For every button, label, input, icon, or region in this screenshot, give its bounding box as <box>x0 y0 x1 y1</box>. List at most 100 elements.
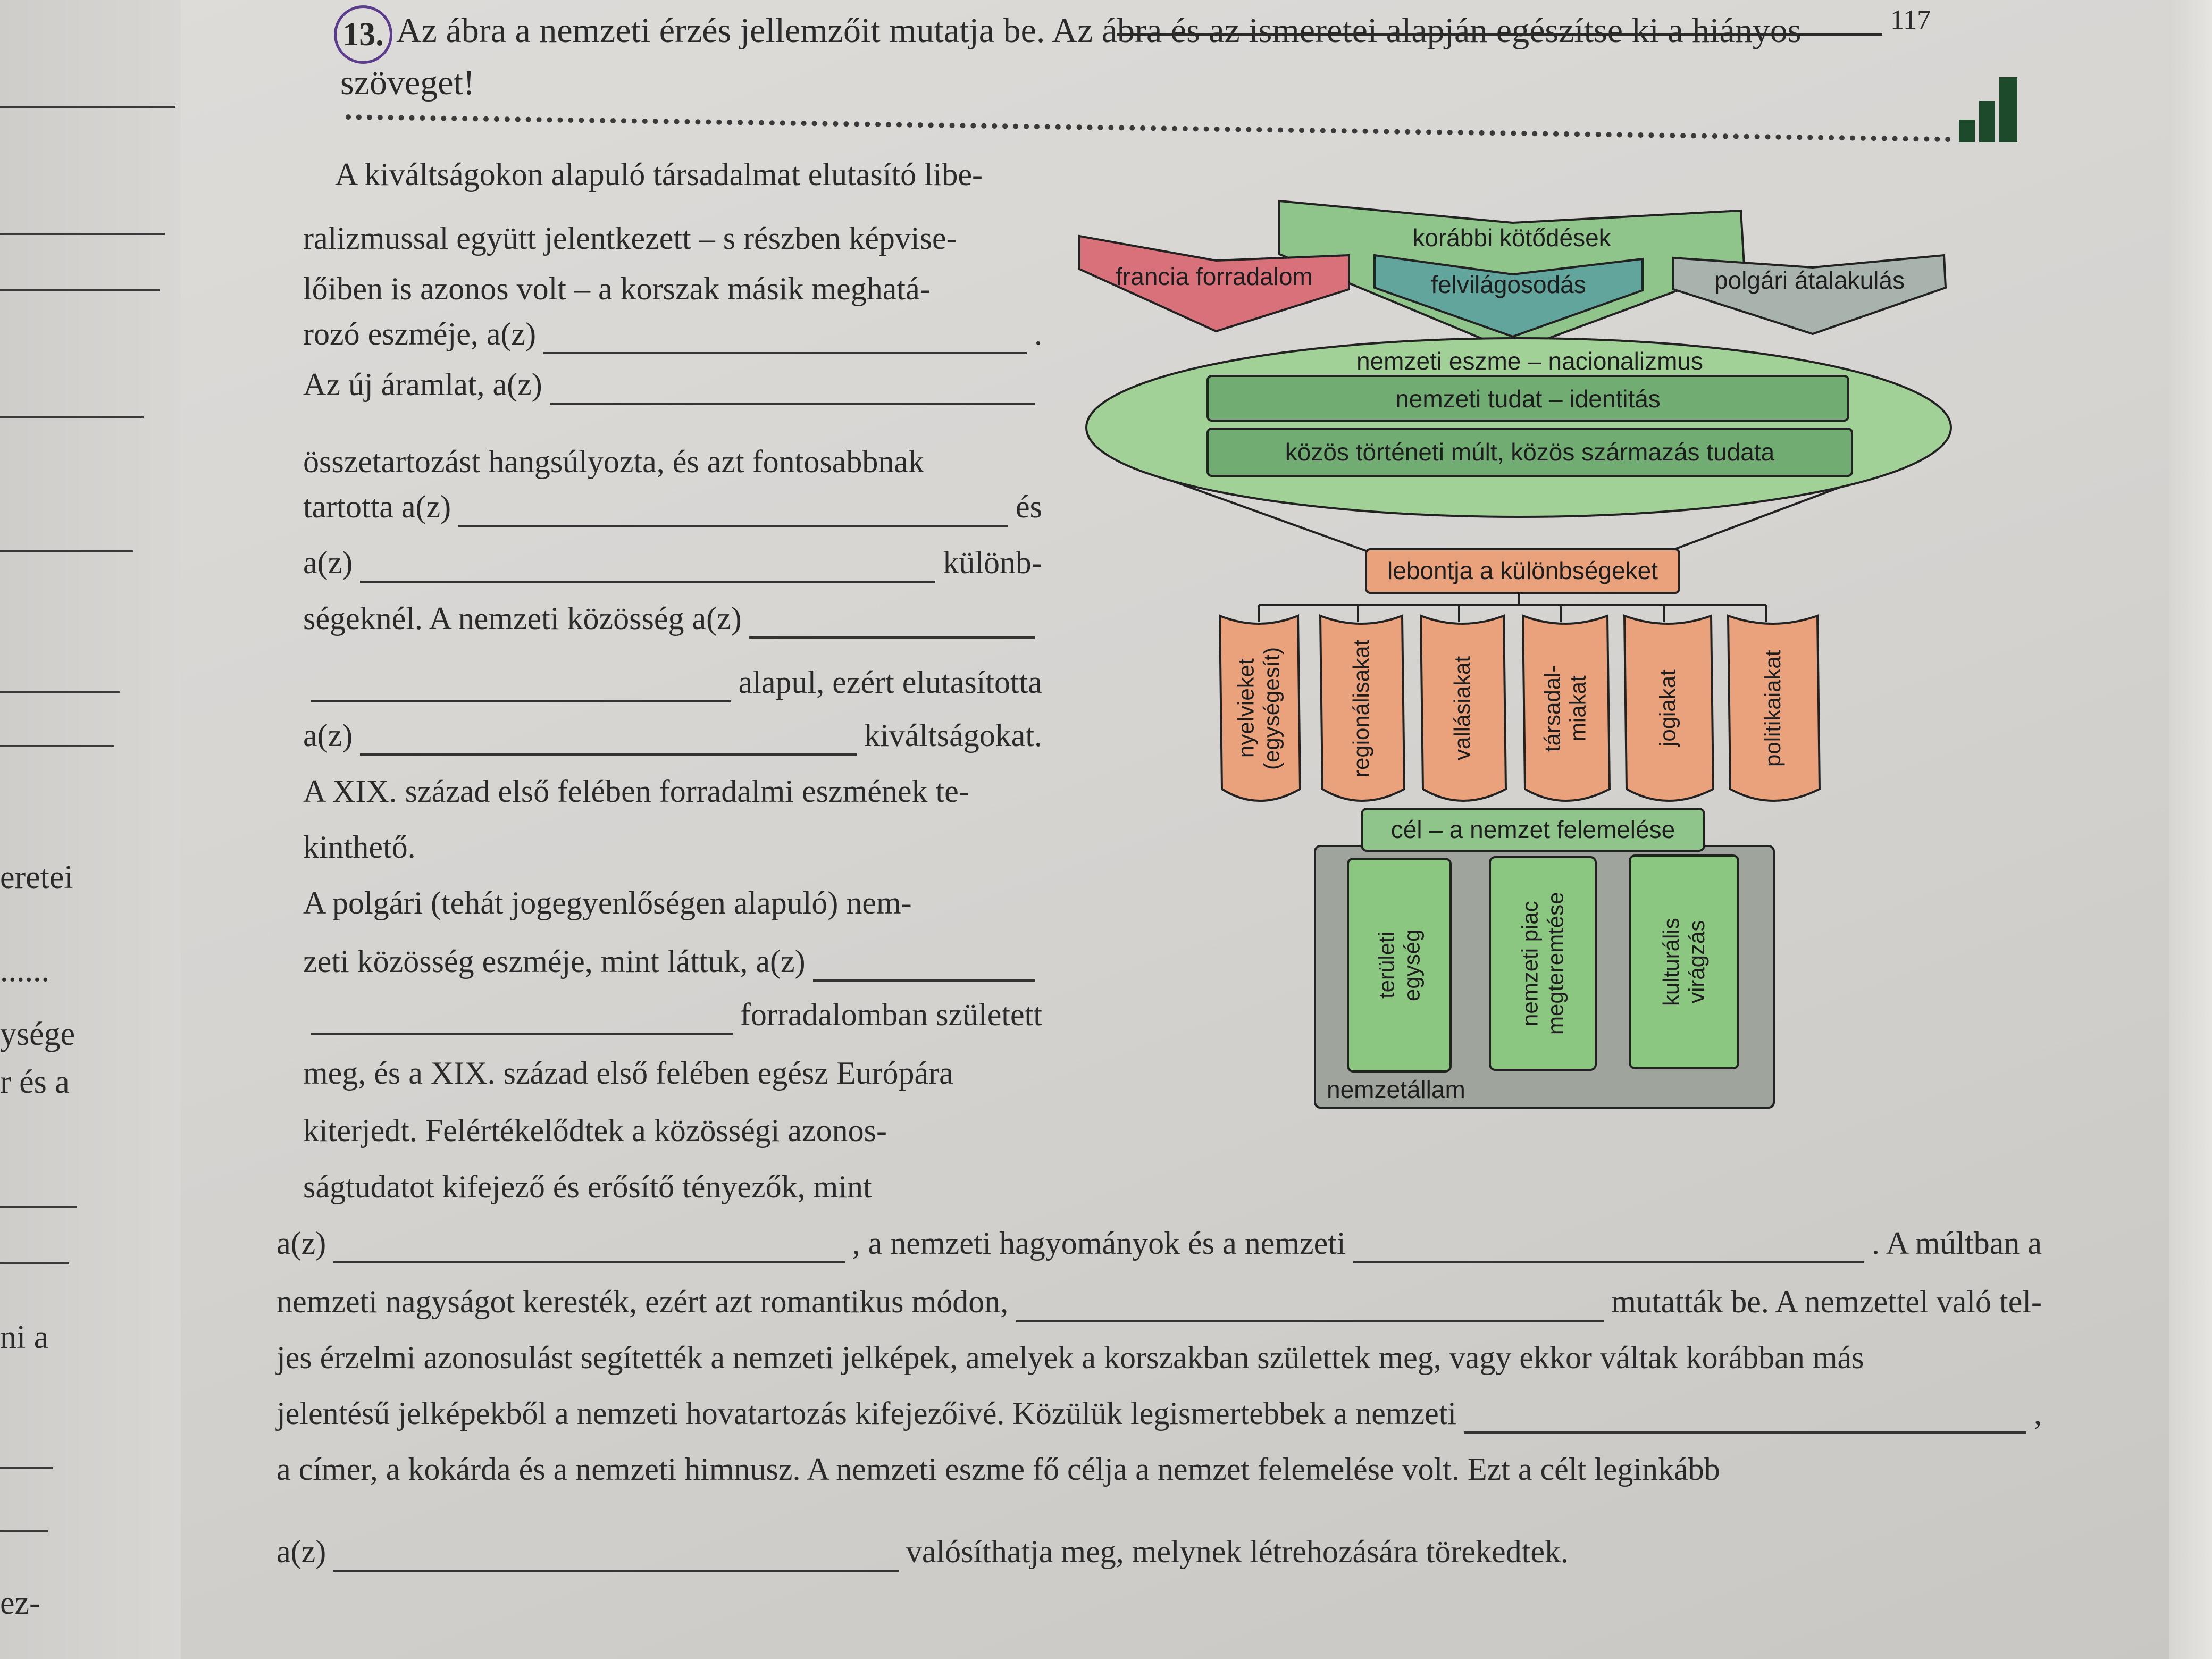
margin-fragment: ...... <box>0 952 49 988</box>
breaks-down-box <box>1365 548 1680 594</box>
margin-answer-line <box>0 745 114 747</box>
bourgeois-transformation-label: polgári átalakulás <box>1714 266 1905 294</box>
text-segment: a(z) <box>303 718 353 753</box>
national-consciousness-bar <box>1206 375 1849 422</box>
margin-fragment: r és a <box>0 1064 70 1100</box>
difference-column <box>1623 614 1715 802</box>
page-edge <box>2169 0 2212 1659</box>
french-revolution-label: francia forradalom <box>1116 263 1313 290</box>
text-segment: mutatták be. A nemzettel való tel- <box>1611 1284 2042 1319</box>
breaks-down-label: lebontja a különbségeket <box>1387 557 1658 584</box>
bourgeois-chevron <box>1672 254 1947 336</box>
margin-answer-line <box>0 691 120 693</box>
text-line: lőiben is azonos volt – a korszak másik … <box>303 269 1042 309</box>
text-line: a címer, a kokárda és a nemzeti himnusz.… <box>276 1449 2042 1489</box>
answer-blank[interactable] <box>1464 1401 2026 1434</box>
text-segment: . A múltban a <box>1872 1226 2042 1261</box>
text-segment: rozó eszméje, a(z) <box>303 316 537 351</box>
answer-blank[interactable] <box>333 1230 845 1263</box>
text-segment: a címer, a kokárda és a nemzeti himnusz.… <box>276 1452 1720 1487</box>
difference-column-label: nyelvieket (egységesít) <box>1233 647 1284 770</box>
text-line: a(z) kiváltságokat. <box>303 715 1042 756</box>
text-line: A kiváltságokon alapuló társadalmat elut… <box>335 154 1042 195</box>
text-line: kinthető. <box>303 827 1042 867</box>
text-segment: Az új áramlat, a(z) <box>303 367 542 402</box>
state-item-label: nemzeti piac megteremtése <box>1517 892 1568 1035</box>
answer-blank[interactable] <box>1353 1230 1865 1263</box>
text-segment: kiváltságokat. <box>864 718 1042 753</box>
text-segment: A kiváltságokon alapuló társadalmat elut… <box>335 157 983 192</box>
text-line: a(z)valósíthatja meg, melynek létrehozás… <box>276 1531 1569 1572</box>
text-segment: valósíthatja meg, melynek létrehozására … <box>906 1534 1569 1569</box>
text-line: zeti közösség eszméje, mint láttuk, a(z) <box>303 941 1042 982</box>
text-line: a(z) , a nemzeti hagyományok és a nemzeti… <box>276 1223 2042 1263</box>
national-idea-label: nemzeti eszme – nacionalizmus <box>1356 347 1703 375</box>
margin-answer-line <box>0 1467 53 1469</box>
answer-blank[interactable] <box>543 321 1027 354</box>
text-segment: a(z) <box>276 1226 326 1261</box>
instruction-text: Az ábra a nemzeti érzés jellemzőit mutat… <box>396 11 1802 50</box>
answer-blank[interactable] <box>311 1002 733 1035</box>
difference-column-label: regionálisakat <box>1348 639 1373 777</box>
text-line: jes érzelmi azonosulást segítették a nem… <box>276 1337 2042 1378</box>
difference-column <box>1218 614 1302 802</box>
text-segment: összetartozást hangsúlyozta, és azt font… <box>303 444 924 479</box>
answer-blank[interactable] <box>549 372 1035 405</box>
answer-blank[interactable] <box>360 550 936 583</box>
margin-answer-line <box>0 289 160 291</box>
difference-column-label: jogiakat <box>1655 669 1680 747</box>
text-line: ságtudatot kifejező és erősítő tényezők,… <box>303 1167 1042 1207</box>
enlightenment-label: felvilágosodás <box>1431 271 1586 298</box>
text-segment: lőiben is azonos volt – a korszak másik … <box>303 271 931 306</box>
text-segment: alapul, ezért elutasította <box>738 665 1042 700</box>
enlightenment-chevron <box>1373 254 1644 338</box>
text-segment: meg, és a XIX. század első felében egész… <box>303 1055 953 1091</box>
answer-blank[interactable] <box>333 1539 899 1572</box>
answer-blank[interactable] <box>360 723 857 756</box>
margin-fragment: ez- <box>0 1585 40 1621</box>
text-segment: tartotta a(z) <box>303 489 451 524</box>
margin-fragment: ni a <box>0 1319 49 1355</box>
text-line: meg, és a XIX. század első felében egész… <box>303 1053 1042 1093</box>
text-segment: zeti közösség eszméje, mint láttuk, a(z) <box>303 944 806 979</box>
margin-fragment: ysége <box>0 1016 76 1052</box>
difference-column-label: társadal- miakat <box>1539 665 1590 752</box>
margin-answer-line <box>0 106 175 108</box>
exercise-number: 13. <box>334 5 392 64</box>
text-segment: A XIX. század első felében forradalmi es… <box>303 774 969 809</box>
text-segment: és <box>1016 489 1042 524</box>
text-segment: ralizmussal együtt jelentkezett – s rész… <box>303 221 957 256</box>
text-segment: forradalomban született <box>740 997 1042 1032</box>
text-line: alapul, ezért elutasította <box>303 662 1042 702</box>
margin-answer-line <box>0 1206 77 1208</box>
state-item-label: területi egység <box>1373 929 1425 1001</box>
text-line: a(z)különb- <box>303 542 1042 583</box>
difference-column <box>1419 614 1507 802</box>
text-segment: kinthető. <box>303 830 416 865</box>
answer-blank[interactable] <box>1016 1289 1604 1322</box>
text-line: forradalomban született <box>303 994 1042 1035</box>
earlier-ties-label: korábbi kötődések <box>1412 224 1611 252</box>
text-line: Az új áramlat, a(z) <box>303 364 1042 405</box>
text-line: kiterjedt. Felértékelődtek a közösségi a… <box>303 1110 1042 1151</box>
margin-answer-line <box>0 550 133 552</box>
text-line: rozó eszméje, a(z). <box>303 314 1042 354</box>
text-line: ralizmussal együtt jelentkezett – s rész… <box>303 218 1042 258</box>
text-segment: nemzeti nagyságot keresték, ezért azt ro… <box>276 1284 1009 1319</box>
answer-blank[interactable] <box>749 606 1035 639</box>
goal-label: cél – a nemzet felemelése <box>1390 816 1675 843</box>
header-rule <box>1117 33 1882 36</box>
text-segment: ságtudatot kifejező és erősítő tényezők,… <box>303 1169 872 1204</box>
text-line: A XIX. század első felében forradalmi es… <box>303 771 1042 811</box>
margin-answer-line <box>0 1530 48 1532</box>
answer-blank[interactable] <box>812 949 1035 982</box>
text-line: ségeknél. A nemzeti közösség a(z) <box>303 598 1042 639</box>
margin-answer-line <box>0 233 165 235</box>
margin-answer-line <box>0 1262 69 1264</box>
text-segment: jes érzelmi azonosulást segítették a nem… <box>276 1340 1864 1375</box>
answer-blank[interactable] <box>458 494 1009 527</box>
text-segment: , a nemzeti hagyományok és a nemzeti <box>852 1226 1346 1261</box>
difference-column-label: vallásiakat <box>1449 656 1474 761</box>
answer-blank[interactable] <box>311 669 731 702</box>
